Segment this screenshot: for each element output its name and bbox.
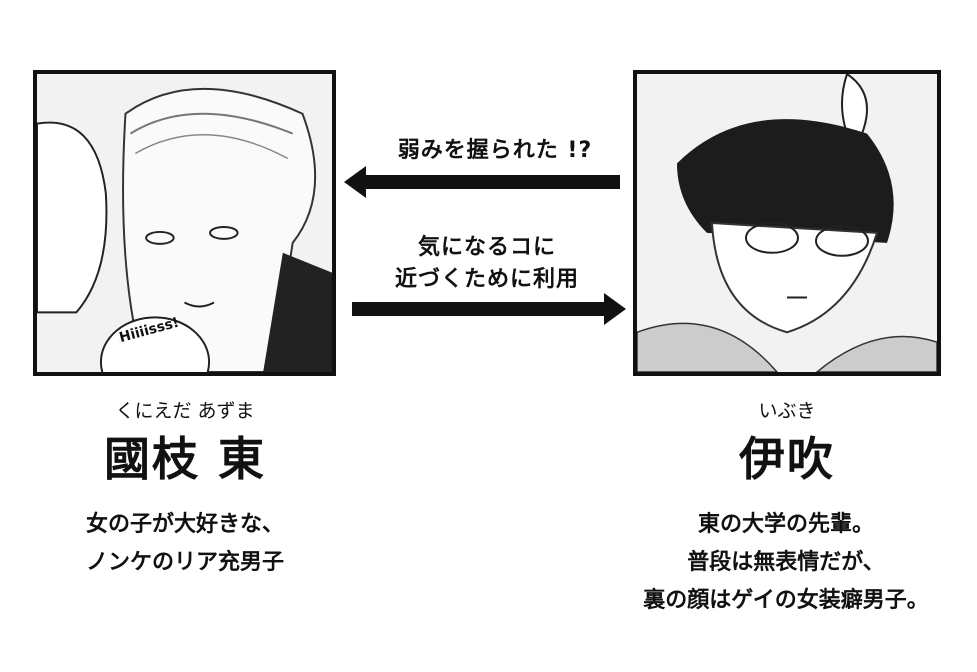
relation-label-use: 気になるコに 近づくために利用: [352, 232, 622, 296]
arrow-right-icon: [352, 293, 626, 325]
left-name-ruby: くにえだ あずま: [115, 400, 255, 422]
description-line: 女の子が大好きな、: [85, 512, 284, 537]
description-line: 東の大学の先輩。: [697, 512, 874, 537]
right-name-ruby: いぶき: [758, 400, 816, 422]
relation-label-line: 気になるコに: [417, 235, 556, 260]
description-line: ノンケのリア充男子: [85, 550, 284, 575]
right-name: 伊吹: [739, 432, 835, 486]
relation-label-weakness: 弱みを握られた !?: [397, 138, 593, 163]
relation-label-line: 近づくために利用: [394, 267, 579, 292]
right-description: 東の大学の先輩。 普段は無表情だが、 裏の顔はゲイの女装癖男子。: [600, 506, 972, 620]
kunieda-azuma-portrait: Hiiiisss!: [33, 70, 336, 376]
left-name: 國枝 東: [103, 432, 266, 486]
ibuki-portrait: [633, 70, 941, 376]
left-description: 女の子が大好きな、 ノンケのリア充男子: [20, 506, 350, 582]
description-line: 裏の顔はゲイの女装癖男子。: [643, 588, 929, 613]
description-line: 普段は無表情だが、: [687, 550, 885, 575]
arrow-left-icon: [344, 166, 620, 198]
